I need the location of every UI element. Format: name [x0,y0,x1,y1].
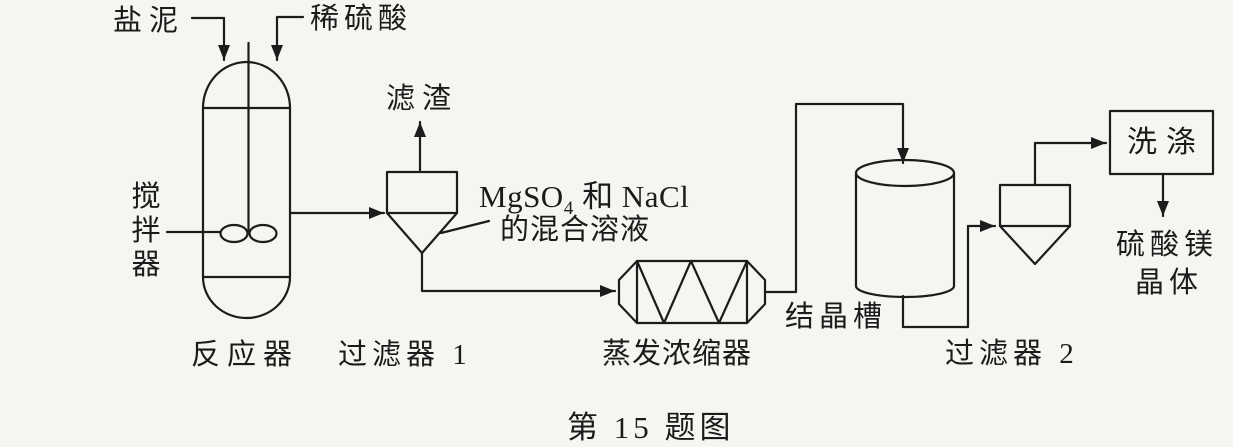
filter1-label: 过滤器 1 [338,339,472,371]
mixture-leader-line [439,219,491,235]
reactor-label: 反应器 [191,339,300,371]
reactor-vessel [201,60,292,320]
mixture-formula-suffix: 和 NaCl [573,179,690,214]
stirrer [165,41,278,244]
dilute-acid-label: 稀硫酸 [310,3,413,35]
evaporator-vessel [617,259,767,325]
salt-mud-label: 盐泥 [113,5,186,37]
washing-label: 洗涤 [1127,126,1205,159]
mixture-formula-subscript: 4 [563,198,574,220]
mixture-solution-label: 的混合溶液 [500,214,651,246]
crystallization-tank-label: 结晶槽 [785,301,888,333]
evaporator-label: 蒸发浓缩器 [602,338,753,370]
product-crystal-label: 晶体 [1134,267,1203,299]
mixture-formula-label: MgSO4 和 NaCl [479,179,690,220]
filter2-vessel [998,183,1072,266]
crystallization-tank-vessel [854,158,956,299]
filter1-to-evaporator-arrow [420,251,617,297]
filter-residue-label: 滤渣 [386,83,459,115]
evaporator-to-tank-arrow [763,102,909,294]
salt-mud-feed-arrow [190,16,230,62]
filter2-to-washing-arrow [1033,137,1108,187]
filter2-label: 过滤器 2 [945,338,1079,370]
filter1-vessel [385,170,459,255]
figure-caption: 第 15 题图 [567,410,735,445]
product-name-label: 硫酸镁 [1116,229,1219,261]
stirrer-label: 搅拌器 [131,181,161,282]
mixture-formula-prefix: MgSO [479,179,564,214]
tank-to-filter2-arrow [901,220,997,329]
dilute-acid-feed-arrow [271,15,305,62]
washing-box-outline [1108,109,1215,176]
